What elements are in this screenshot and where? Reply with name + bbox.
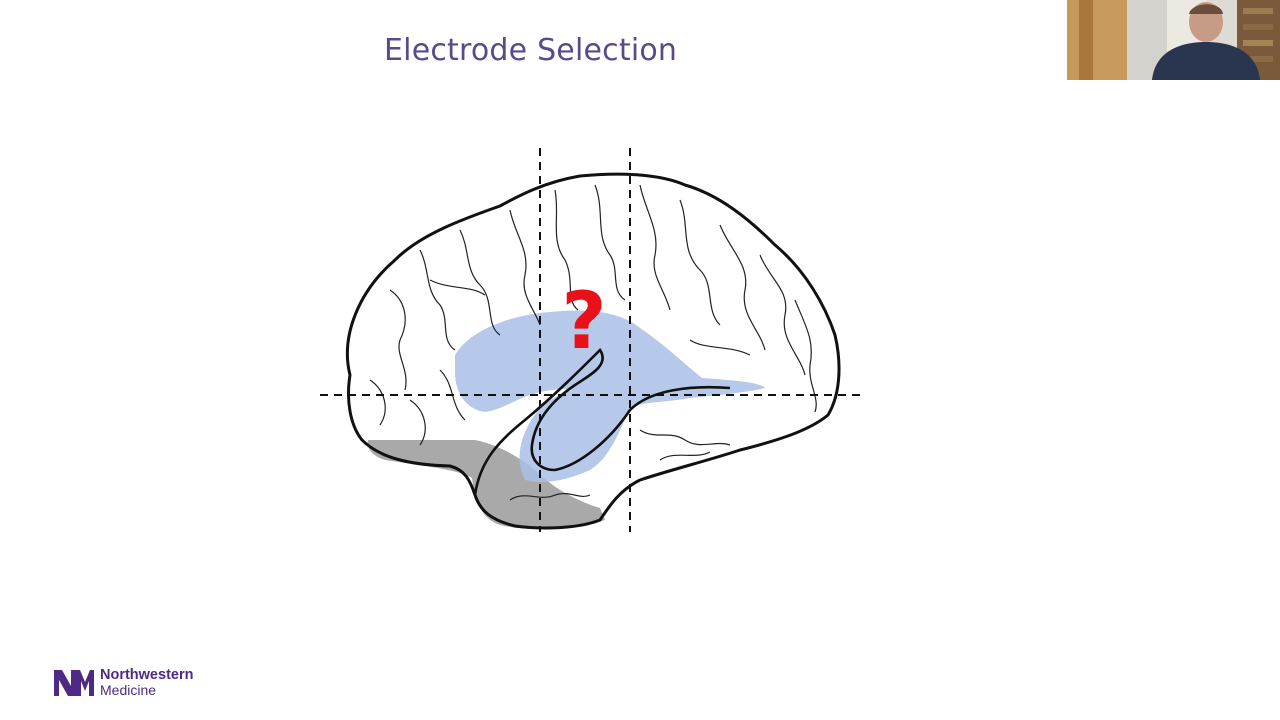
logo-line-medicine: Medicine	[100, 682, 157, 698]
presenter-webcam	[1067, 0, 1280, 80]
webcam-feed	[1067, 0, 1280, 80]
logo-line-northwestern: Northwestern	[100, 667, 194, 683]
brain-diagram: ?	[320, 148, 862, 532]
slide-title: Electrode Selection	[384, 33, 678, 68]
question-mark: ?	[561, 277, 606, 367]
crosshair-lines	[320, 148, 862, 532]
brain-outline	[345, 172, 841, 530]
sylvian-fissure	[473, 347, 731, 496]
temporal-pole-shade	[367, 440, 605, 530]
northwestern-medicine-logo: Northwestern Medicine	[52, 668, 193, 698]
nm-logo-icon	[54, 670, 94, 696]
